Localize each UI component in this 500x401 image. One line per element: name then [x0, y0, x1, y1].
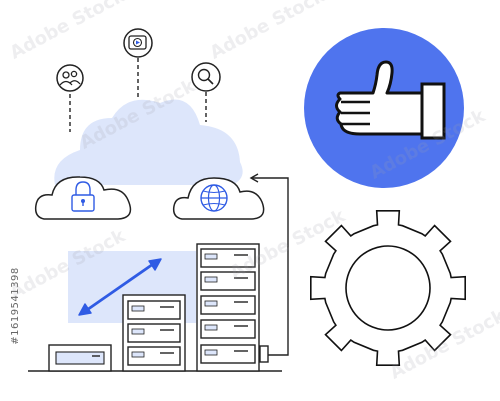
people-icon: [56, 64, 84, 92]
stock-id-label: #1619541398: [10, 267, 21, 345]
padlock-icon: [71, 181, 95, 212]
server-rack-medium: [122, 294, 186, 372]
cloud-padlock: [34, 176, 132, 220]
search-icon: [191, 62, 221, 92]
globe-icon: [200, 184, 228, 212]
gear-icon: [310, 210, 466, 366]
cloud-globe: [172, 177, 265, 220]
server-rack-tall: [196, 243, 269, 372]
cloud-large: [54, 99, 243, 185]
thumbs-up-badge: [304, 28, 464, 188]
server-rack-small: [48, 344, 112, 372]
rack-to-cloud-connector: [249, 173, 289, 356]
video-play-icon: [123, 28, 153, 58]
double-arrow-icon: [78, 258, 162, 316]
icon-connectors: [69, 58, 207, 132]
thumbs-up-icon: [335, 60, 446, 140]
